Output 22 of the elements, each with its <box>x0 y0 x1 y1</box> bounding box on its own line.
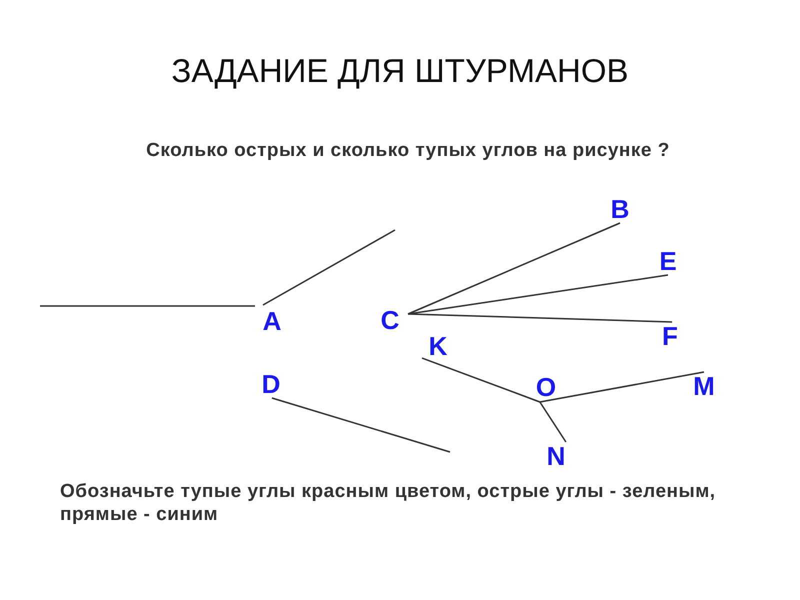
line-segment <box>262 229 396 306</box>
line-segment <box>408 222 620 315</box>
line-segment <box>422 357 540 403</box>
line-segment <box>408 313 672 323</box>
line-segment <box>540 371 704 403</box>
point-label: E <box>652 247 684 275</box>
point-label: D <box>256 370 286 398</box>
title: ЗАДАНИЕ ДЛЯ ШТУРМАНОВ <box>170 52 630 90</box>
point-label: O <box>528 372 564 402</box>
line-segment <box>272 397 450 453</box>
instruction-text: Обозначьте тупые углы красным цветом, острые углы - зеленым, прямые - синим <box>60 481 717 527</box>
line-segment <box>40 305 255 307</box>
line-segment <box>539 402 567 442</box>
point-label: C <box>372 305 408 335</box>
line-segment <box>408 274 668 315</box>
question-text: Сколько острых и сколько тупых углов на рисунке ? <box>145 140 671 163</box>
point-label: N <box>540 442 572 470</box>
point-label: K <box>422 332 454 360</box>
point-label: F <box>655 322 685 350</box>
point-label: A <box>255 305 289 337</box>
point-label: M <box>686 372 722 400</box>
point-label: B <box>604 195 636 223</box>
